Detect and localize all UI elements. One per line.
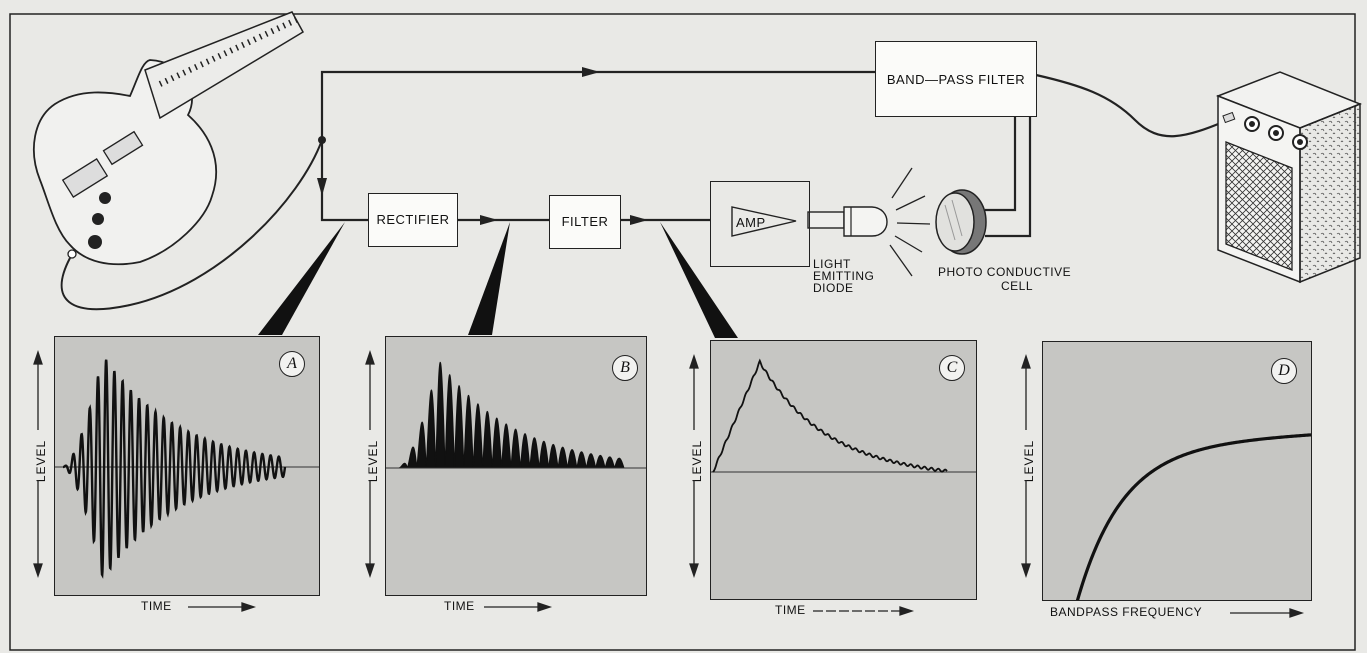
led-label-line3: DIODE xyxy=(813,281,854,295)
amp-block: AMP xyxy=(710,181,810,267)
panel-b-xlabel: TIME xyxy=(444,599,475,613)
bandpass-filter-label: BAND—PASS FILTER xyxy=(886,72,1026,87)
waveform-a xyxy=(55,359,319,579)
photo-cell-label: PHOTO CONDUCTIVE CELL xyxy=(938,265,1071,293)
panel-c-xlabel: TIME xyxy=(775,603,806,617)
panel-d-ylabel: LEVEL xyxy=(1022,439,1037,483)
envelope-c xyxy=(711,358,976,473)
photo-cell-label-line1: PHOTO CONDUCTIVE xyxy=(938,265,1072,279)
rectifier-block: RECTIFIER xyxy=(368,193,458,247)
photo-cell-icon xyxy=(935,189,987,255)
amp-label: AMP xyxy=(736,215,766,230)
response-d xyxy=(1075,433,1311,600)
bandpass-filter-block: BAND—PASS FILTER xyxy=(875,41,1037,117)
panel-a-xlabel: TIME xyxy=(141,599,172,613)
panel-d-xlabel: BANDPASS FREQUENCY xyxy=(1050,605,1203,619)
panel-b: B xyxy=(385,336,647,596)
rectifier-label: RECTIFIER xyxy=(376,212,450,227)
panel-d: D xyxy=(1042,341,1312,601)
panel-d-badge: D xyxy=(1271,358,1297,384)
panel-b-badge: B xyxy=(612,355,638,381)
panel-a-ylabel: LEVEL xyxy=(34,439,49,483)
panel-a: A xyxy=(54,336,320,596)
led-icon xyxy=(807,167,931,277)
led-label-line1: LIGHT xyxy=(813,257,851,271)
panel-b-ylabel: LEVEL xyxy=(366,439,381,483)
filter-block: FILTER xyxy=(549,195,621,249)
panel-c: C xyxy=(710,340,977,600)
led-label-line2: EMITTING xyxy=(813,269,875,283)
panel-a-badge: A xyxy=(279,351,305,377)
photo-cell-label-line2: CELL xyxy=(1001,279,1034,293)
filter-label: FILTER xyxy=(561,214,609,229)
led-label: LIGHT EMITTING DIODE xyxy=(813,258,874,294)
waveform-b xyxy=(386,361,646,469)
amplifier-triangle-icon xyxy=(731,206,797,237)
guitar-amplifier-icon xyxy=(1215,71,1363,284)
electric-guitar-icon xyxy=(33,11,305,266)
panel-c-ylabel: LEVEL xyxy=(690,439,705,483)
panel-c-badge: C xyxy=(939,355,965,381)
